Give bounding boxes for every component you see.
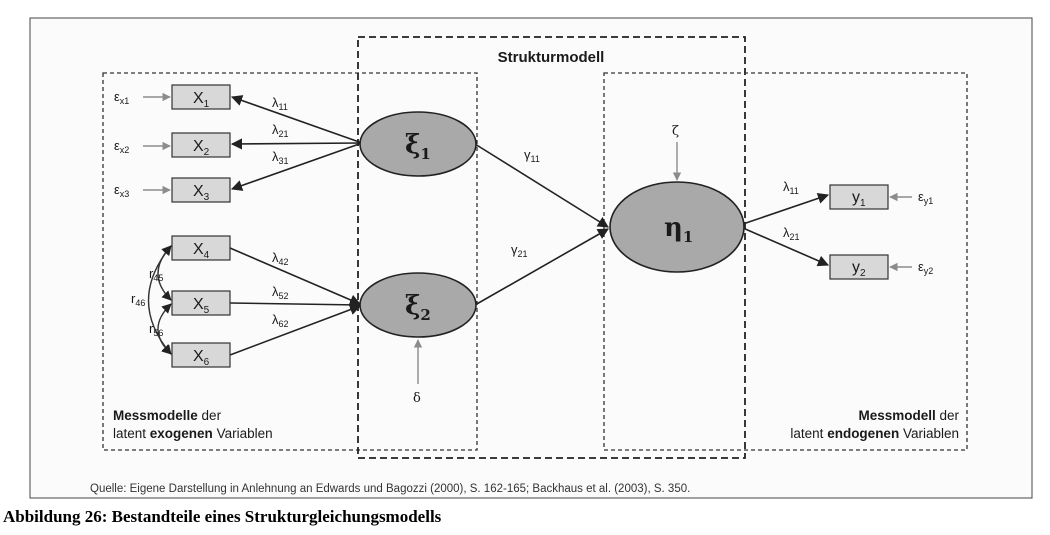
endogenous-measurement-region: [603, 72, 968, 451]
latent-label-xi2: ξ2: [405, 291, 431, 324]
indicator-box-x6: [171, 342, 231, 368]
indicator-label-x2: X2: [193, 138, 210, 158]
correlation-arc-56: [157, 303, 172, 355]
exogenous-caption-line1: Messmodelle der: [113, 408, 222, 423]
latent-ellipse-xi1: [359, 111, 477, 177]
loading-line-x1: [230, 95, 363, 144]
loading-line-x5: [229, 299, 362, 311]
loading-label-lambda21-endo: λ21: [783, 225, 800, 242]
loading-line-y2: [742, 227, 830, 267]
loading-label-lambda52: λ52: [272, 284, 289, 301]
loading-line-x2: [230, 138, 363, 150]
exogenous-caption-line2: latent exogenen Variablen: [113, 426, 273, 441]
loading-label-lambda42: λ42: [272, 250, 289, 267]
loading-label-lambda62: λ62: [272, 312, 289, 329]
endogenous-caption-line2: latent endogenen Variablen: [790, 426, 959, 441]
loading-label-lambda11-endo: λ11: [783, 179, 799, 196]
indicator-box-x5: [171, 290, 231, 316]
figure-caption: Abbildung 26: Bestandteile eines Struktu…: [3, 507, 442, 526]
path-line-gamma11: [474, 143, 609, 228]
path-line-gamma21: [474, 228, 609, 306]
indicator-label-x5: X5: [193, 296, 210, 316]
error-label-x1: εx1: [114, 89, 129, 106]
indicator-box-y1: [829, 184, 889, 210]
correlation-label-r45: r45: [149, 266, 163, 283]
indicator-label-x3: X3: [193, 183, 210, 203]
loading-label-lambda11: λ11: [272, 95, 288, 112]
error-label-x2: εx2: [114, 138, 129, 155]
latent-ellipse-eta1: [609, 181, 745, 273]
latent-ellipse-xi2: [359, 272, 477, 338]
structural-model-region: [357, 36, 746, 459]
loading-line-x4: [229, 247, 362, 306]
loading-line-y1: [742, 192, 830, 225]
correlation-label-r46: r46: [131, 291, 145, 308]
error-label-x3: εx3: [114, 182, 129, 199]
loading-label-lambda31: λ31: [272, 149, 289, 166]
indicator-box-x4: [171, 235, 231, 261]
delta-label: δ: [413, 391, 421, 406]
endogenous-caption-line1: Messmodell der: [858, 408, 959, 423]
loading-line-x3: [230, 142, 363, 191]
structural-model-title: Strukturmodell: [498, 49, 605, 66]
path-label-gamma11: γ11: [524, 147, 540, 164]
error-label-y1: εy1: [918, 189, 933, 206]
indicator-box-y2: [829, 254, 889, 280]
loading-label-lambda21: λ21: [272, 122, 289, 139]
latent-label-eta1: η1: [664, 213, 693, 246]
exogenous-measurement-region: [102, 72, 478, 451]
path-label-gamma21: γ21: [511, 242, 528, 259]
indicator-label-x1: X1: [193, 90, 210, 110]
zeta-label: ζ: [672, 124, 679, 139]
indicator-box-x2: [171, 132, 231, 158]
indicator-box-x3: [171, 177, 231, 203]
indicator-box-x1: [171, 84, 231, 110]
error-label-y2: εy2: [918, 259, 933, 276]
indicator-label-x4: X4: [193, 241, 210, 261]
loading-line-x6: [229, 304, 362, 356]
indicator-label-y2: y2: [852, 259, 866, 279]
indicator-label-y1: y1: [852, 189, 866, 209]
correlation-label-r56: r56: [149, 321, 163, 338]
indicator-label-x6: X6: [193, 348, 210, 368]
source-note: Quelle: Eigene Darstellung in Anlehnung …: [90, 483, 690, 495]
latent-label-xi1: ξ1: [405, 130, 431, 163]
